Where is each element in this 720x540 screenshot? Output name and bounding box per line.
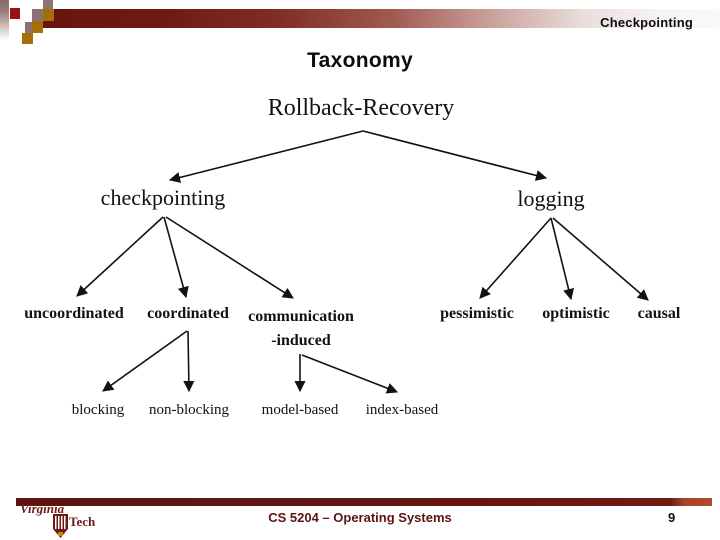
node-communication-line1: communication [248, 308, 354, 325]
edge-coordinated-blocking [102, 330, 188, 392]
shield-stripes [55, 516, 66, 529]
deco-square-gray [32, 9, 43, 21]
page-title: Taxonomy [307, 49, 413, 72]
node-checkpointing: checkpointing [100, 185, 226, 210]
deco-square-gray [25, 22, 32, 33]
deco-square-gold [22, 33, 33, 44]
logo-tech-text: Tech [69, 514, 96, 529]
edge-root-logging [362, 130, 548, 181]
shield-icon [53, 514, 68, 538]
page-number: 9 [668, 510, 676, 525]
deco-square-gray [43, 0, 53, 9]
edge-checkpointing-uncoordinated [76, 216, 164, 297]
deco-square-gold [32, 21, 43, 33]
node-non-blocking: non-blocking [149, 402, 229, 418]
node-coordinated: coordinated [147, 305, 229, 322]
node-pessimistic: pessimistic [440, 305, 514, 322]
deco-square-red [10, 8, 20, 19]
logo-virginia-text: Virginia [20, 501, 65, 516]
edge-logging-causal [552, 217, 649, 301]
left-gradient-strip [0, 0, 9, 40]
edge-root-checkpointing [168, 130, 364, 183]
shield-dot [58, 532, 63, 536]
footer-course-label: CS 5204 – Operating Systems [268, 510, 452, 525]
edge-coordinated-nonblocking [183, 330, 195, 393]
node-optimistic: optimistic [542, 305, 610, 322]
virginia-tech-logo: Virginia Tech [20, 501, 110, 539]
node-rollback-recovery: Rollback-Recovery [267, 95, 455, 121]
node-uncoordinated: uncoordinated [24, 305, 124, 322]
deco-square-gold [43, 9, 54, 21]
node-communication-line2: -induced [271, 332, 331, 349]
header-slide-topic: Checkpointing [600, 15, 693, 30]
node-logging: logging [517, 186, 585, 211]
footer-rule [16, 498, 712, 506]
edge-checkpointing-communication [165, 216, 294, 299]
edge-communication-indexbased [301, 354, 399, 394]
header-gradient-bar [40, 9, 720, 28]
node-communication-induced: communication -induced [236, 305, 366, 353]
edge-logging-pessimistic [479, 217, 552, 299]
node-model-based: model-based [261, 402, 339, 418]
node-index-based: index-based [365, 402, 439, 418]
node-blocking: blocking [71, 402, 125, 418]
node-causal: causal [637, 305, 681, 322]
edge-checkpointing-coordinated [163, 216, 189, 299]
edge-logging-optimistic [550, 217, 575, 301]
